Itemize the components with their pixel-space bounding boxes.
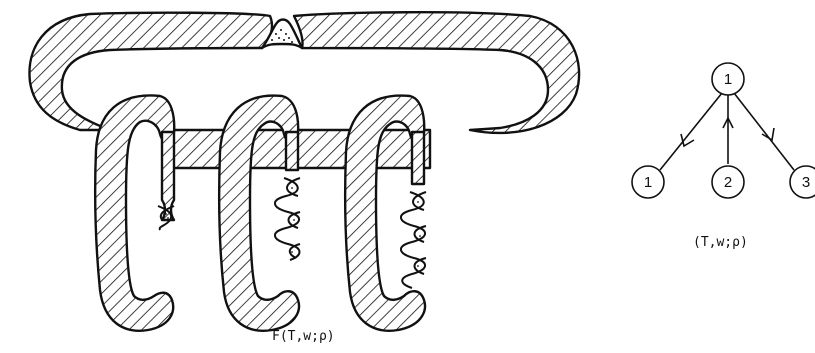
twist-hook-right — [401, 192, 426, 288]
middle-bar — [172, 130, 430, 168]
node-label: 2 — [724, 174, 732, 191]
tree-edge-3 — [734, 93, 794, 170]
twist-hook-middle — [275, 178, 300, 260]
hook-right-strip — [412, 132, 424, 184]
weighted-tree — [660, 93, 794, 170]
ribbon-surface — [29, 12, 579, 331]
spiral-stipple — [165, 187, 421, 267]
surface-caption: F(T,w;ρ) — [272, 329, 335, 344]
tree-node-leaf-2: 2 — [712, 166, 744, 198]
tree-caption: (T,w;ρ) — [693, 235, 748, 250]
twist-spirals — [158, 178, 426, 288]
node-label: 1 — [644, 174, 652, 191]
top-band-right — [294, 12, 579, 133]
arrow-down-right — [762, 128, 774, 140]
tree-node-leaf-1: 1 — [632, 166, 664, 198]
hook-middle-strip — [286, 132, 298, 170]
node-label: 3 — [802, 174, 810, 191]
tree-edge-1 — [660, 93, 722, 170]
tree-node-leaf-3: 3 — [790, 166, 815, 198]
tree-node-root: 1 — [712, 63, 744, 95]
node-label: 1 — [724, 71, 732, 88]
